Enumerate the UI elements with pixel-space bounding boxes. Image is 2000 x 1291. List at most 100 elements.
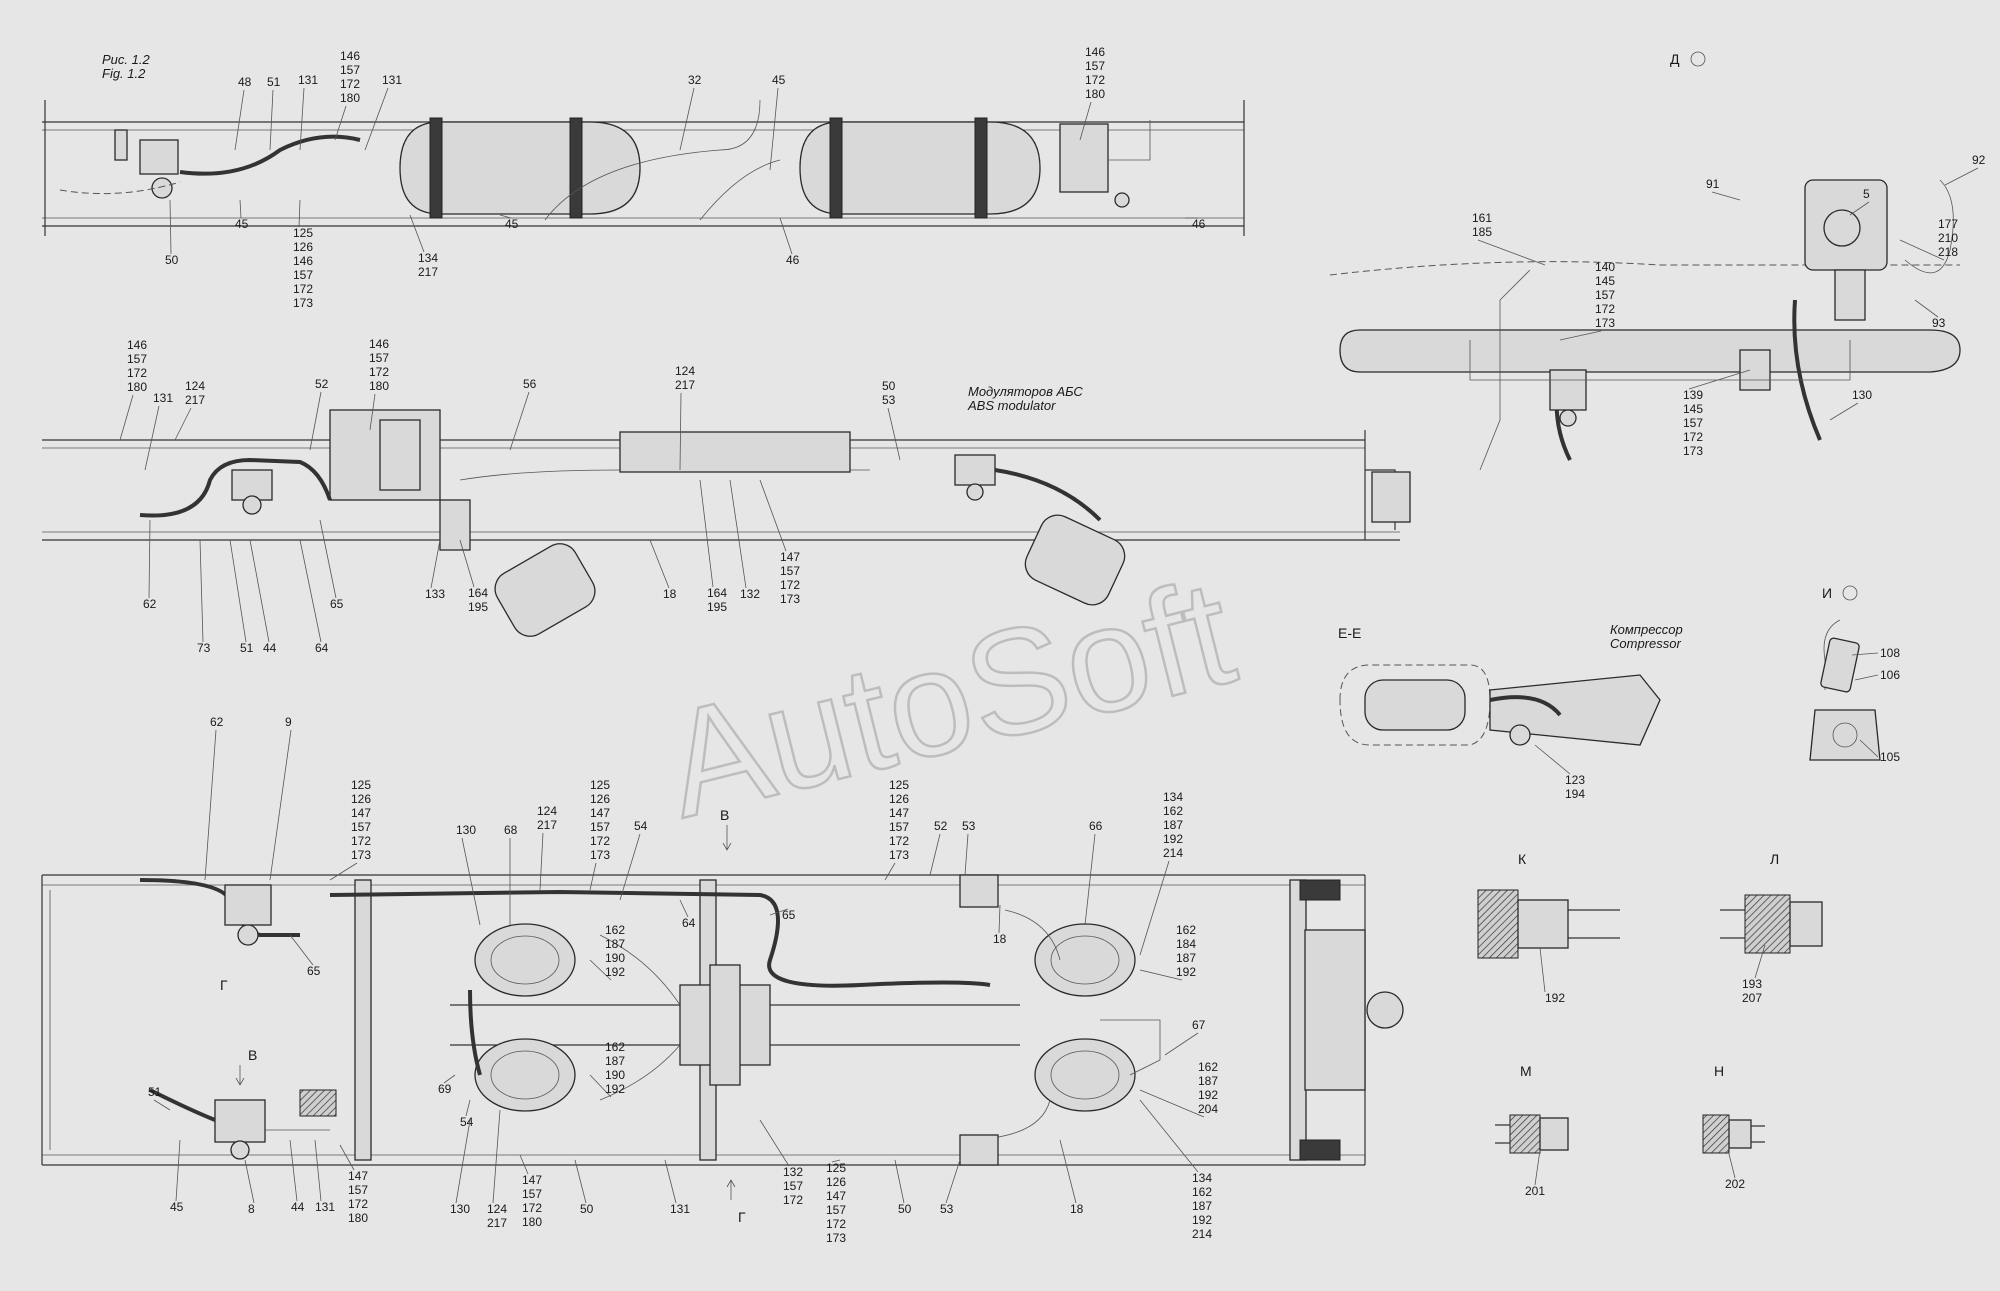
callout-number: 145 <box>1595 274 1615 288</box>
callout-c3: 131 <box>298 73 318 151</box>
brake-chamber-rear-right-top <box>1034 923 1136 997</box>
callout-c45: 62 <box>204 715 224 881</box>
callout-number: 130 <box>456 823 476 837</box>
brake-chamber-rear-right-bottom <box>1034 1038 1136 1112</box>
callout-number: 157 <box>590 820 610 834</box>
callout-number: 62 <box>143 597 157 611</box>
callout-leader <box>1059 1139 1077 1204</box>
abs-modulator-middle <box>954 454 996 501</box>
callout-number: 187 <box>605 1054 625 1068</box>
callout-number: 91 <box>1706 177 1720 191</box>
callout-leader <box>649 539 670 589</box>
callout-leader <box>499 214 512 219</box>
callout-leader <box>299 87 305 151</box>
callout-leader <box>1829 402 1859 421</box>
callout-leader <box>369 393 376 431</box>
callout-c79: 131 <box>664 1159 690 1216</box>
callout-number: 50 <box>898 1202 912 1216</box>
callout-number: 125 <box>826 1161 846 1175</box>
callout-leader <box>249 539 270 643</box>
callout-number: 157 <box>889 820 909 834</box>
callout-number: 164 <box>707 586 727 600</box>
view-i-detail: И <box>1809 585 1881 761</box>
view-ee-compressor: Е-Е Компрессор Compressor <box>1338 622 1683 746</box>
callout-number: 54 <box>634 819 648 833</box>
callout-c63: 65 <box>289 934 321 978</box>
callout-leader <box>945 1159 961 1204</box>
callout-number: 180 <box>1085 87 1105 101</box>
callout-number: 164 <box>468 586 488 600</box>
section-m: М <box>1495 1063 1569 1154</box>
callout-leader <box>998 904 1001 934</box>
callout-number: 146 <box>293 254 313 268</box>
callout-number: 172 <box>1085 73 1105 87</box>
callout-leader <box>589 862 597 891</box>
callout-c14: 46 <box>779 217 800 267</box>
bottom-frame-plan-view <box>41 874 1404 1166</box>
callout-number: 217 <box>675 378 695 392</box>
detail-label-l-1: 193 <box>1742 977 1762 991</box>
callout-number: 161 <box>1472 211 1492 225</box>
callout-leader <box>679 392 682 471</box>
callout-number: 217 <box>537 818 557 832</box>
callout-number: 157 <box>780 564 800 578</box>
callout-leader <box>144 405 160 471</box>
callout-leader <box>269 729 292 881</box>
callout-number: 8 <box>248 1202 255 1216</box>
callout-leader <box>509 391 530 451</box>
callout-number: 53 <box>940 1202 954 1216</box>
callout-number: 172 <box>889 834 909 848</box>
callout-c9: 50 <box>165 199 179 267</box>
callout-number: 173 <box>889 848 909 862</box>
callout-c49: 68 <box>504 823 518 925</box>
callout-number: 162 <box>605 1040 625 1054</box>
callout-number: 172 <box>783 1193 803 1207</box>
callout-number: 204 <box>1198 1102 1218 1116</box>
callout-leader <box>929 833 941 876</box>
callout-c28: 52 <box>309 377 329 451</box>
callout-number: 190 <box>605 1068 625 1082</box>
callout-number: 180 <box>340 91 360 105</box>
view-i-label: И <box>1822 585 1832 601</box>
callout-leader <box>1139 969 1183 981</box>
callout-leader <box>887 407 901 461</box>
callout-c71: 8 <box>244 1159 255 1216</box>
view-marker-v-top: В <box>720 807 729 823</box>
callout-leader <box>459 539 475 588</box>
brake-chamber-middle-right <box>1024 514 1126 606</box>
callout-leader <box>289 934 314 966</box>
callout-c39: 132 <box>729 479 760 601</box>
brake-chamber-rear-left-bottom <box>474 1038 576 1112</box>
callout-number: 172 <box>127 366 147 380</box>
figure-caption-ru: Рис. 1.2 <box>102 52 150 67</box>
callout-leader <box>769 908 789 916</box>
callout-number: 18 <box>663 587 677 601</box>
callout-number: 18 <box>993 932 1007 946</box>
callout-leader <box>1164 1032 1199 1056</box>
callout-number: 218 <box>1938 245 1958 259</box>
callout-leader <box>589 959 612 981</box>
callout-number: 67 <box>1192 1018 1206 1032</box>
callout-leader <box>964 833 969 876</box>
callout-number: 157 <box>1085 59 1105 73</box>
callout-c18: 5 <box>1849 187 1870 216</box>
callout-c17: 91 <box>1706 177 1741 201</box>
callout-leader <box>699 479 714 588</box>
air-receiver-1 <box>399 117 641 219</box>
callout-number: 162 <box>1163 804 1183 818</box>
callout-c83: 53 <box>940 1159 961 1216</box>
callout-number: 173 <box>590 848 610 862</box>
callout-number: 157 <box>369 351 389 365</box>
callout-number: 192 <box>1163 832 1183 846</box>
callout-leader <box>339 1144 355 1171</box>
callout-number: 62 <box>210 715 224 729</box>
